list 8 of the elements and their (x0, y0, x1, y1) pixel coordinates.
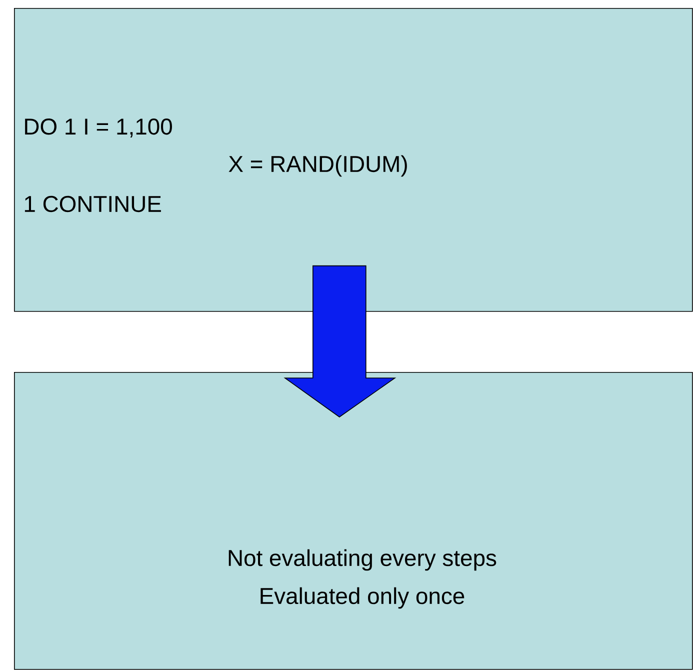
result-box (14, 372, 693, 670)
result-text: Not evaluating every steps (228, 549, 496, 571)
code-box (14, 8, 693, 312)
code-line: 1 CONTINUE (24, 196, 161, 212)
block-arrow (284, 265, 396, 418)
code-line: DO 1 I = 1,100 (25, 118, 172, 138)
result-text: Evaluated only once (260, 587, 464, 609)
code-line: X = RAND(IDUM) (228, 155, 407, 177)
